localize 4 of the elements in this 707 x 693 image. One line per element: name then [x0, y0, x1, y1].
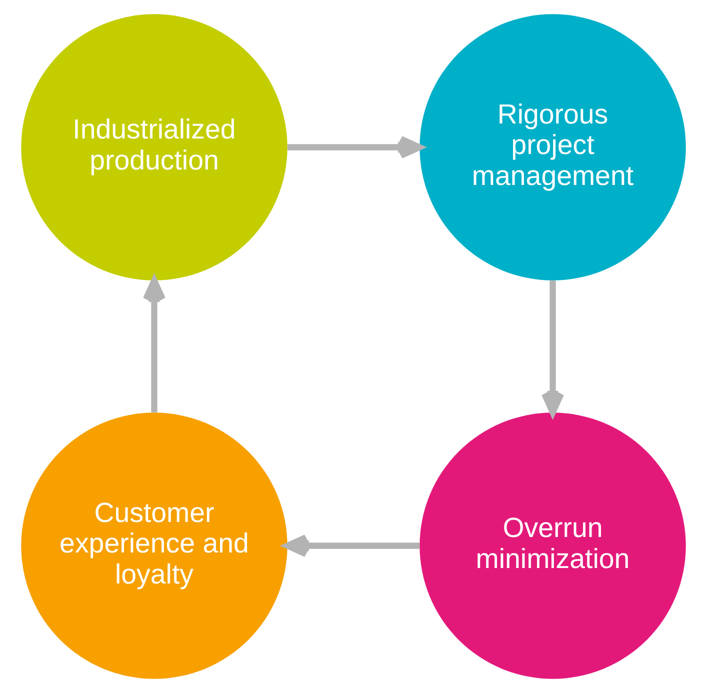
node-circle: Rigorous project management — [420, 14, 686, 280]
node-circle: Overrun minimization — [420, 412, 686, 679]
node-circle: Customer experience and loyalty — [21, 412, 288, 679]
node-circle: Industrialized production — [21, 14, 288, 280]
